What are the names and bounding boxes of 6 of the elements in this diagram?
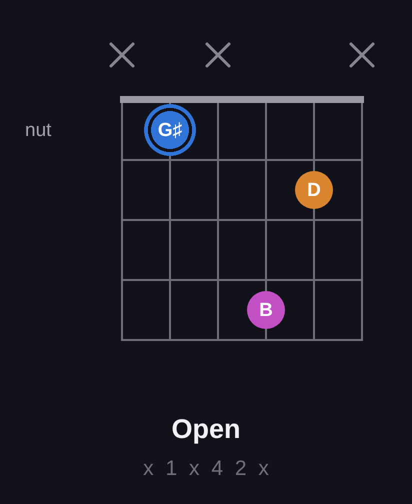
- nut-label: nut: [25, 120, 52, 140]
- fingering-caption: x 1 x 4 2 x: [142, 458, 272, 478]
- chord-title: Open: [171, 416, 240, 442]
- root-note-dot: G♯: [144, 104, 196, 156]
- note-dot: B: [247, 291, 285, 329]
- note-dot: D: [295, 171, 333, 209]
